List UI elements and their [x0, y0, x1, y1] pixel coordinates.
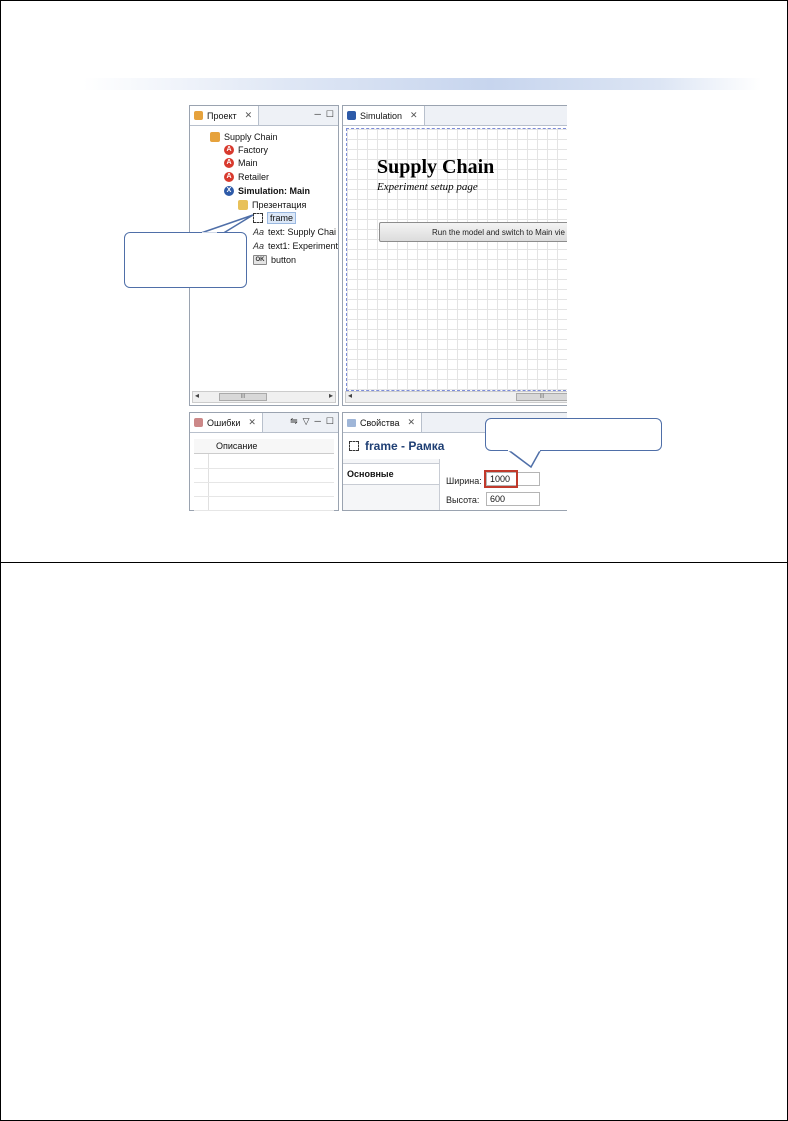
- minimize-icon[interactable]: ─: [314, 416, 321, 426]
- presentation-icon: [238, 199, 248, 210]
- tree-item-main[interactable]: A Main: [224, 156, 258, 169]
- tree-item-label: Factory: [238, 144, 269, 155]
- table-row: [194, 454, 334, 469]
- button-icon: OK: [253, 254, 267, 265]
- callout-right: [485, 418, 662, 451]
- errors-gutter: [194, 439, 209, 510]
- errors-icon: [194, 418, 203, 427]
- scroll-left-icon[interactable]: ◂: [348, 391, 353, 400]
- tree-item-text[interactable]: Aa text: Supply Chai: [253, 225, 336, 238]
- width-field[interactable]: 1000: [486, 472, 540, 486]
- tree-item-label: Supply Chain: [224, 131, 278, 142]
- window-buttons: ⇋ ▽ ─ ☐: [290, 416, 334, 427]
- simulation-tabstrip: Simulation ✕: [343, 106, 567, 126]
- slide-bottom: [0, 562, 788, 1121]
- scroll-thumb[interactable]: III: [516, 393, 567, 401]
- tab-errors-label: Ошибки: [207, 417, 241, 428]
- tab-properties[interactable]: Свойства ✕: [343, 413, 423, 432]
- simulation-panel: Simulation ✕ Supply Chain Experiment set…: [342, 105, 567, 406]
- sim-heading[interactable]: Supply Chain: [377, 156, 495, 178]
- close-icon[interactable]: ✕: [244, 110, 253, 120]
- close-icon[interactable]: ✕: [410, 110, 418, 120]
- properties-title-text: frame - Рамка: [365, 439, 445, 453]
- maximize-icon[interactable]: ☐: [325, 416, 334, 426]
- simulation-hscrollbar[interactable]: ◂ III: [345, 391, 567, 403]
- frame-icon: [349, 441, 359, 451]
- experiment-icon: [347, 111, 356, 120]
- project-hscrollbar[interactable]: ◂ III ▸: [192, 391, 336, 403]
- errors-tabstrip: Ошибки ✕ ⇋ ▽ ─ ☐: [190, 413, 338, 433]
- agent-icon: A: [224, 171, 234, 182]
- tree-item-factory[interactable]: A Factory: [224, 143, 268, 156]
- tree-item-retailer[interactable]: A Retailer: [224, 170, 269, 183]
- minimize-icon[interactable]: ─: [314, 109, 321, 119]
- errors-panel: Ошибки ✕ ⇋ ▽ ─ ☐ Описание: [189, 412, 339, 511]
- sim-subheading[interactable]: Experiment setup page: [377, 181, 478, 193]
- text-icon: Aa: [253, 226, 265, 237]
- project-panel: Проект ✕ ─ ☐ Supply Chain A Factory: [189, 105, 339, 406]
- tree-item-frame[interactable]: frame: [253, 211, 297, 224]
- tab-properties-label: Свойства: [360, 417, 400, 428]
- scroll-right-icon[interactable]: ▸: [328, 391, 333, 400]
- maximize-icon[interactable]: ☐: [325, 109, 334, 119]
- run-model-button[interactable]: Run the model and switch to Main vie: [379, 222, 567, 242]
- ide-screenshot: Проект ✕ ─ ☐ Supply Chain A Factory: [189, 105, 567, 511]
- frame-icon: [253, 212, 263, 223]
- agent-icon: A: [224, 144, 234, 155]
- height-field[interactable]: 600: [486, 492, 540, 506]
- tab-simulation[interactable]: Simulation ✕: [343, 106, 425, 125]
- close-icon[interactable]: ✕: [407, 417, 416, 427]
- tree-item-label: Презентация: [252, 199, 307, 210]
- tree-item-button[interactable]: OK button: [253, 253, 296, 266]
- tree-item-text1[interactable]: Aa text1: Experiment: [253, 239, 338, 252]
- slide-title-bar: [83, 78, 761, 90]
- slide-top: Проект ✕ ─ ☐ Supply Chain A Factory: [0, 0, 788, 563]
- experiment-icon: X: [224, 185, 234, 196]
- view-menu-icon[interactable]: ▽: [302, 416, 310, 426]
- tab-project-label: Проект: [207, 110, 237, 121]
- window-buttons: ─ ☐: [315, 109, 334, 120]
- table-row: [194, 482, 334, 497]
- project-tabstrip: Проект ✕ ─ ☐: [190, 106, 338, 126]
- width-highlight: [484, 470, 518, 488]
- section-basic[interactable]: Основные: [343, 463, 439, 485]
- height-label: Высота:: [446, 495, 480, 505]
- project-tree: Supply Chain A Factory A Main A Retailer…: [190, 126, 338, 391]
- tree-item-label: Simulation: Main: [238, 185, 310, 196]
- tree-item-label: text: Supply Chai: [268, 226, 337, 237]
- presentation-canvas[interactable]: Supply Chain Experiment setup page Run t…: [346, 128, 567, 391]
- text-icon: Aa: [253, 240, 265, 251]
- tree-item-simulation[interactable]: X Simulation: Main: [224, 184, 310, 197]
- tab-simulation-label: Simulation: [360, 110, 403, 121]
- scroll-thumb[interactable]: III: [219, 393, 267, 401]
- properties-icon: [347, 418, 356, 427]
- tree-item-supply-chain[interactable]: Supply Chain: [210, 130, 278, 143]
- callout-left: [124, 232, 247, 288]
- filter-icon[interactable]: ⇋: [290, 416, 298, 426]
- agent-icon: A: [224, 157, 234, 168]
- tab-project[interactable]: Проект ✕: [190, 106, 260, 125]
- tree-item-presentation[interactable]: Презентация: [238, 198, 306, 211]
- column-description[interactable]: Описание: [216, 441, 258, 451]
- close-icon[interactable]: ✕: [248, 417, 256, 427]
- tree-item-label: text1: Experiment: [268, 240, 339, 251]
- width-label: Ширина:: [446, 476, 482, 486]
- errors-table-header: Описание: [194, 439, 334, 454]
- properties-sidebar: Основные: [343, 459, 440, 510]
- tree-item-label: Retailer: [238, 171, 270, 182]
- table-row: [194, 468, 334, 483]
- scroll-left-icon[interactable]: ◂: [195, 391, 200, 400]
- tree-item-label: frame: [267, 211, 297, 224]
- project-icon: [194, 111, 203, 120]
- tab-errors[interactable]: Ошибки ✕: [190, 413, 263, 432]
- tree-item-label: button: [271, 254, 297, 265]
- properties-title: frame - Рамка: [349, 439, 444, 453]
- model-icon: [210, 131, 220, 142]
- tree-item-label: Main: [238, 157, 258, 168]
- table-row: [194, 496, 334, 511]
